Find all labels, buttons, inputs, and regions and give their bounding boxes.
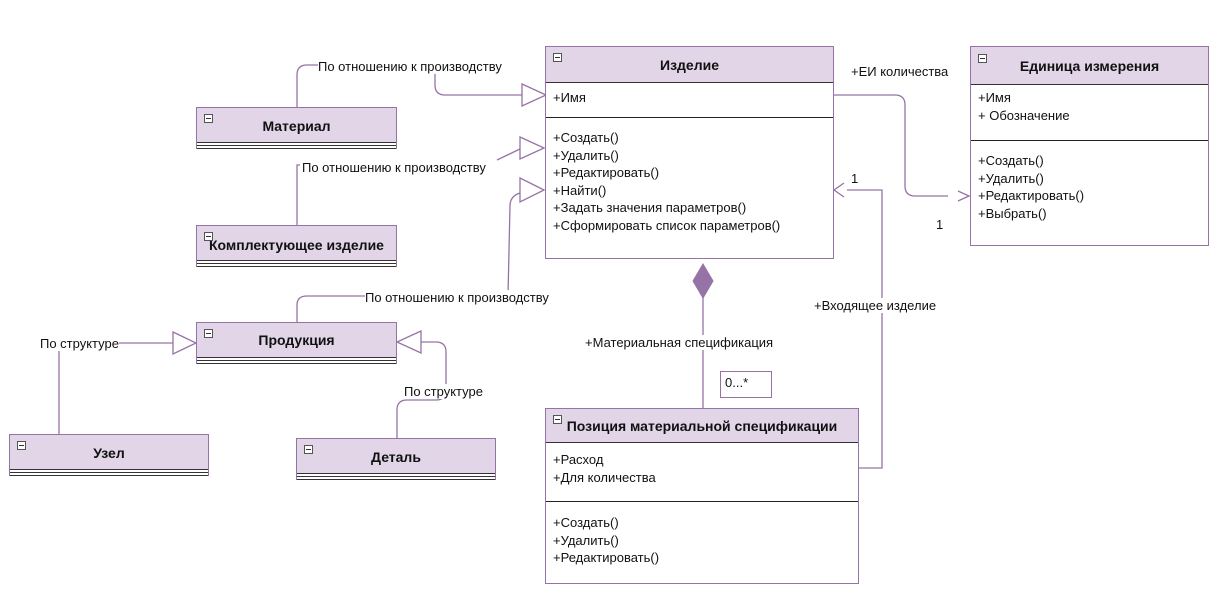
class-produkcia-name: Продукция — [258, 332, 335, 348]
class-edinica-attributes: +Имя + Обозначение — [971, 85, 1208, 140]
method-set-params: +Задать значения параметров() — [553, 200, 747, 215]
attribute-name: +Имя — [978, 90, 1011, 105]
method-edit: +Редактировать() — [553, 165, 660, 180]
multiplicity-spec: 0...* — [720, 371, 772, 398]
empty-compartments — [197, 357, 396, 364]
collapse-icon[interactable] — [204, 329, 213, 338]
generalization-arrow-uzel — [172, 330, 198, 356]
class-komplekt-header: Комплектующее изделие — [197, 226, 396, 260]
class-produkcia[interactable]: Продукция — [196, 322, 397, 364]
class-pozicia-attributes: +Расход +Для количества — [546, 443, 858, 501]
method-build-param-list: +Сформировать список параметров() — [553, 217, 781, 233]
class-pozicia-name: Позиция материальной спецификации — [566, 418, 838, 434]
class-edinica-header: Единица измерения — [971, 47, 1208, 85]
empty-compartments — [10, 469, 208, 476]
attribute-consumption: +Расход — [553, 452, 604, 467]
divider — [546, 501, 858, 502]
multiplicity-ei-top: 1 — [851, 171, 859, 186]
attribute-name: +Имя — [553, 90, 586, 105]
edge-produkcia-generalization — [296, 295, 366, 322]
method-select: +Выбрать() — [978, 205, 1047, 221]
edge-label-material-rel: По отношению к производству — [318, 59, 502, 74]
generalization-arrow-detal — [395, 329, 422, 355]
edge-uzel-generalization — [58, 342, 173, 434]
class-pozicia[interactable]: Позиция материальной спецификации +Расхо… — [545, 408, 859, 584]
class-uzel[interactable]: Узел — [9, 434, 209, 476]
method-delete: +Удалить() — [978, 170, 1044, 186]
collapse-icon[interactable] — [553, 415, 562, 424]
class-edinica[interactable]: Единица измерения +Имя + Обозначение +Со… — [970, 46, 1209, 246]
edge-incoming-association — [847, 189, 883, 469]
class-izdelie-attributes: +Имя — [546, 83, 833, 117]
method-delete: +Удалить() — [553, 532, 619, 548]
method-edit: +Редактировать() — [978, 188, 1085, 203]
class-izdelie-name: Изделие — [660, 57, 719, 73]
empty-compartments — [197, 260, 396, 267]
edge-label-incoming-role: +Входящее изделие — [814, 298, 937, 313]
generalization-arrow-komplekt — [519, 135, 546, 161]
class-material-header: Материал — [197, 108, 396, 142]
class-pozicia-header: Позиция материальной спецификации — [546, 409, 858, 443]
generalization-arrow-produkcia — [519, 176, 546, 204]
edge-label-komplekt-rel: По отношению к производству — [302, 160, 486, 175]
edge-label-spec-role: +Материальная спецификация — [585, 335, 774, 350]
edge-label-detal-rel: По структуре — [404, 384, 483, 399]
empty-compartments — [297, 473, 495, 480]
edge-label-ei-role: +ЕИ количества — [851, 64, 949, 79]
class-komplekt[interactable]: Комплектующее изделие — [196, 225, 397, 267]
class-izdelie[interactable]: Изделие +Имя +Создать() +Удалить() +Реда… — [545, 46, 834, 259]
divider — [546, 117, 833, 118]
class-pozicia-methods: +Создать() +Удалить() +Редактировать() — [546, 502, 858, 567]
attribute-designation: + Обозначение — [978, 107, 1070, 123]
class-uzel-name: Узел — [93, 445, 125, 461]
method-edit: +Редактировать() — [553, 550, 660, 565]
method-create: +Создать() — [553, 515, 619, 530]
multiplicity-ei-bottom: 1 — [936, 217, 944, 232]
collapse-icon[interactable] — [304, 445, 313, 454]
collapse-icon[interactable] — [553, 53, 562, 62]
collapse-icon[interactable] — [17, 441, 26, 450]
collapse-icon[interactable] — [204, 232, 213, 241]
edge-label-produkcia-rel: По отношению к производству — [365, 290, 549, 305]
generalization-arrow-material — [521, 82, 548, 108]
class-detal[interactable]: Деталь — [296, 438, 496, 480]
collapse-icon[interactable] — [204, 114, 213, 123]
edge-komplekt-generalization — [296, 164, 300, 225]
class-produkcia-header: Продукция — [197, 323, 396, 357]
class-izdelie-methods: +Создать() +Удалить() +Редактировать() +… — [546, 118, 833, 234]
edge-label-uzel-rel: По структуре — [40, 336, 119, 351]
class-material[interactable]: Материал — [196, 107, 397, 149]
composition-diamond — [692, 263, 714, 299]
class-uzel-header: Узел — [10, 435, 208, 469]
class-detal-header: Деталь — [297, 439, 495, 473]
edge-ei-association — [834, 94, 948, 197]
attribute-for-quantity: +Для количества — [553, 469, 656, 485]
class-detal-name: Деталь — [371, 449, 421, 465]
method-delete: +Удалить() — [553, 147, 619, 163]
class-material-name: Материал — [262, 118, 331, 134]
collapse-icon[interactable] — [978, 54, 987, 63]
method-create: +Создать() — [553, 130, 619, 145]
class-komplekt-name: Комплектующее изделие — [209, 237, 384, 253]
empty-compartments — [197, 142, 396, 149]
class-izdelie-header: Изделие — [546, 47, 833, 83]
method-find: +Найти() — [553, 182, 607, 198]
method-create: +Создать() — [978, 153, 1044, 168]
divider — [971, 140, 1208, 141]
class-edinica-name: Единица измерения — [1019, 58, 1160, 74]
class-edinica-methods: +Создать() +Удалить() +Редактировать() +… — [971, 141, 1208, 222]
